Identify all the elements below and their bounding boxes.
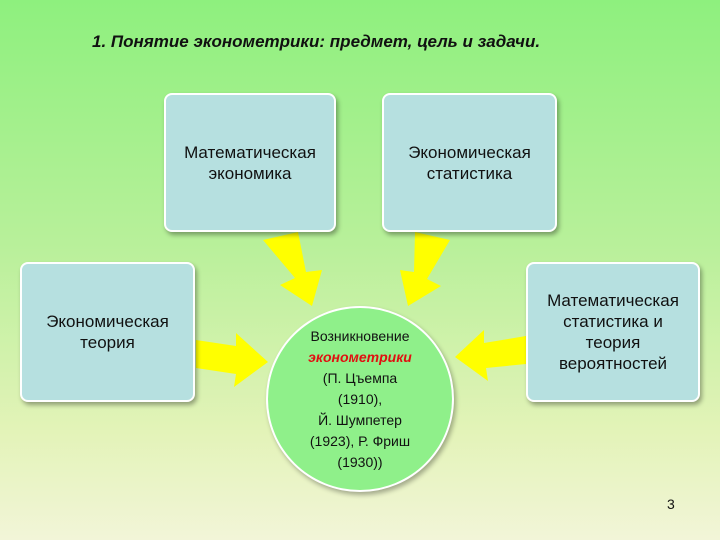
slide-title: 1. Понятие эконометрики: предмет, цель и… xyxy=(92,32,541,51)
box-text-line: теория xyxy=(80,333,135,352)
box-text-line: экономика xyxy=(208,163,292,183)
center-line: Возникновение xyxy=(310,327,410,344)
center-line: Й. Шумпетер xyxy=(318,411,402,428)
arrow-math-econ xyxy=(263,232,322,306)
page-number: 3 xyxy=(667,496,675,512)
box-text-line: Математическая xyxy=(184,142,316,162)
arrow-econ-stat xyxy=(400,232,450,306)
box-text-line: Математическая xyxy=(547,291,679,310)
center-line: (1923), Р. Фриш xyxy=(309,432,411,449)
box-economic-statistics: Экономическая статистика xyxy=(382,93,557,232)
box-economic-theory: Экономическая теория xyxy=(20,262,195,402)
center-line: (1930)) xyxy=(337,453,383,470)
center-line: (П. Цъемпа xyxy=(322,369,398,386)
center-line: (1910), xyxy=(337,390,383,407)
center-highlight: эконометрики xyxy=(308,348,412,365)
center-circle: Возникновение эконометрики (П. Цъемпа (1… xyxy=(266,306,454,492)
box-text-line: Экономическая xyxy=(408,142,531,162)
box-text-line: вероятностей xyxy=(558,354,668,373)
box-text-line: теория xyxy=(585,333,641,352)
box-text-line: Экономическая xyxy=(46,312,169,331)
arrow-math-stat xyxy=(455,330,526,381)
box-math-economics: Математическая экономика xyxy=(164,93,336,232)
box-math-statistics: Математическая статистика и теория вероя… xyxy=(526,262,700,402)
arrow-econ-theory xyxy=(196,333,268,387)
box-text-line: статистика xyxy=(426,163,513,183)
box-text-line: статистика и xyxy=(563,312,663,331)
